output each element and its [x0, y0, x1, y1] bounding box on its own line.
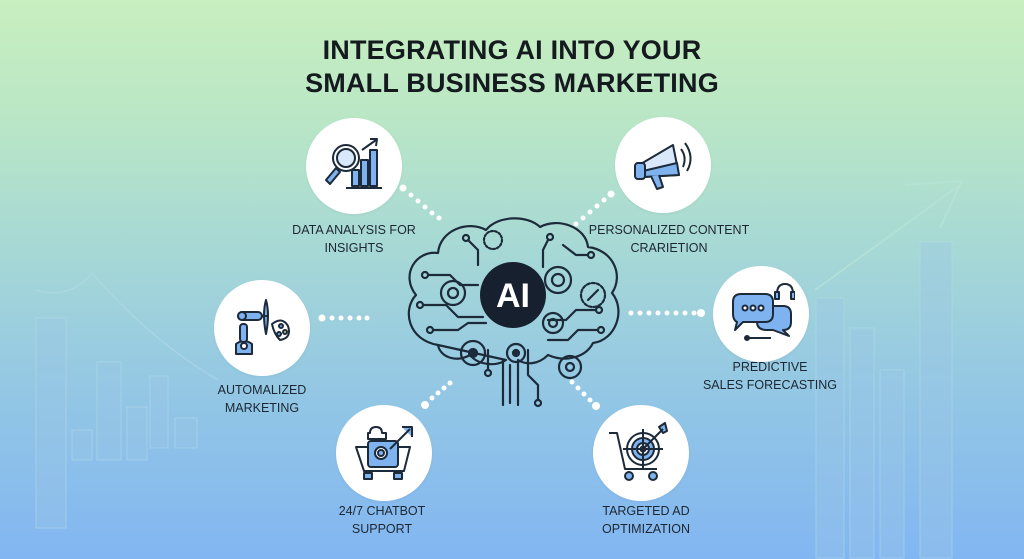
chatbot-support-label: 24/7 CHATBOT SUPPORT: [338, 504, 426, 536]
megaphone-icon: [634, 142, 692, 190]
target-cart-icon: [609, 422, 668, 481]
title-line-2: SMALL BUSINESS MARKETING: [305, 68, 719, 98]
targeted-ad-label: TARGETED AD OPTIMIZATION: [602, 504, 690, 536]
chat-bubbles-headset-icon: [732, 283, 795, 341]
robot-cart-arrow-icon: [355, 426, 413, 480]
robot-arm-palette-icon: [235, 299, 290, 355]
data-analysis-circle: [306, 118, 402, 214]
chatbot-support-circle: [336, 405, 432, 501]
title-line-1: INTEGRATING AI INTO YOUR: [322, 35, 702, 65]
targeted-ad-circle: [593, 405, 689, 501]
data-analysis-label: DATA ANALYSIS FOR INSIGHTS: [292, 223, 416, 255]
automalized-marketing-label: AUTOMALIZED MARKETING: [217, 383, 307, 415]
personalized-content-label: PERSONALIZED CONTENT CRARIETION: [588, 223, 750, 255]
page-title: INTEGRATING AI INTO YOUR SMALL BUSINESS …: [0, 34, 1024, 100]
predictive-sales-label: PREDICTIVE SALES FORECASTING: [702, 360, 838, 392]
magnifier-bar-chart-icon: [325, 138, 382, 189]
predictive-sales-circle: [713, 266, 809, 362]
ai-label: AI: [496, 277, 530, 315]
personalized-content-circle: [615, 117, 711, 213]
brain-circuit-icon: AI: [407, 217, 620, 408]
automalized-marketing-circle: [214, 280, 310, 376]
